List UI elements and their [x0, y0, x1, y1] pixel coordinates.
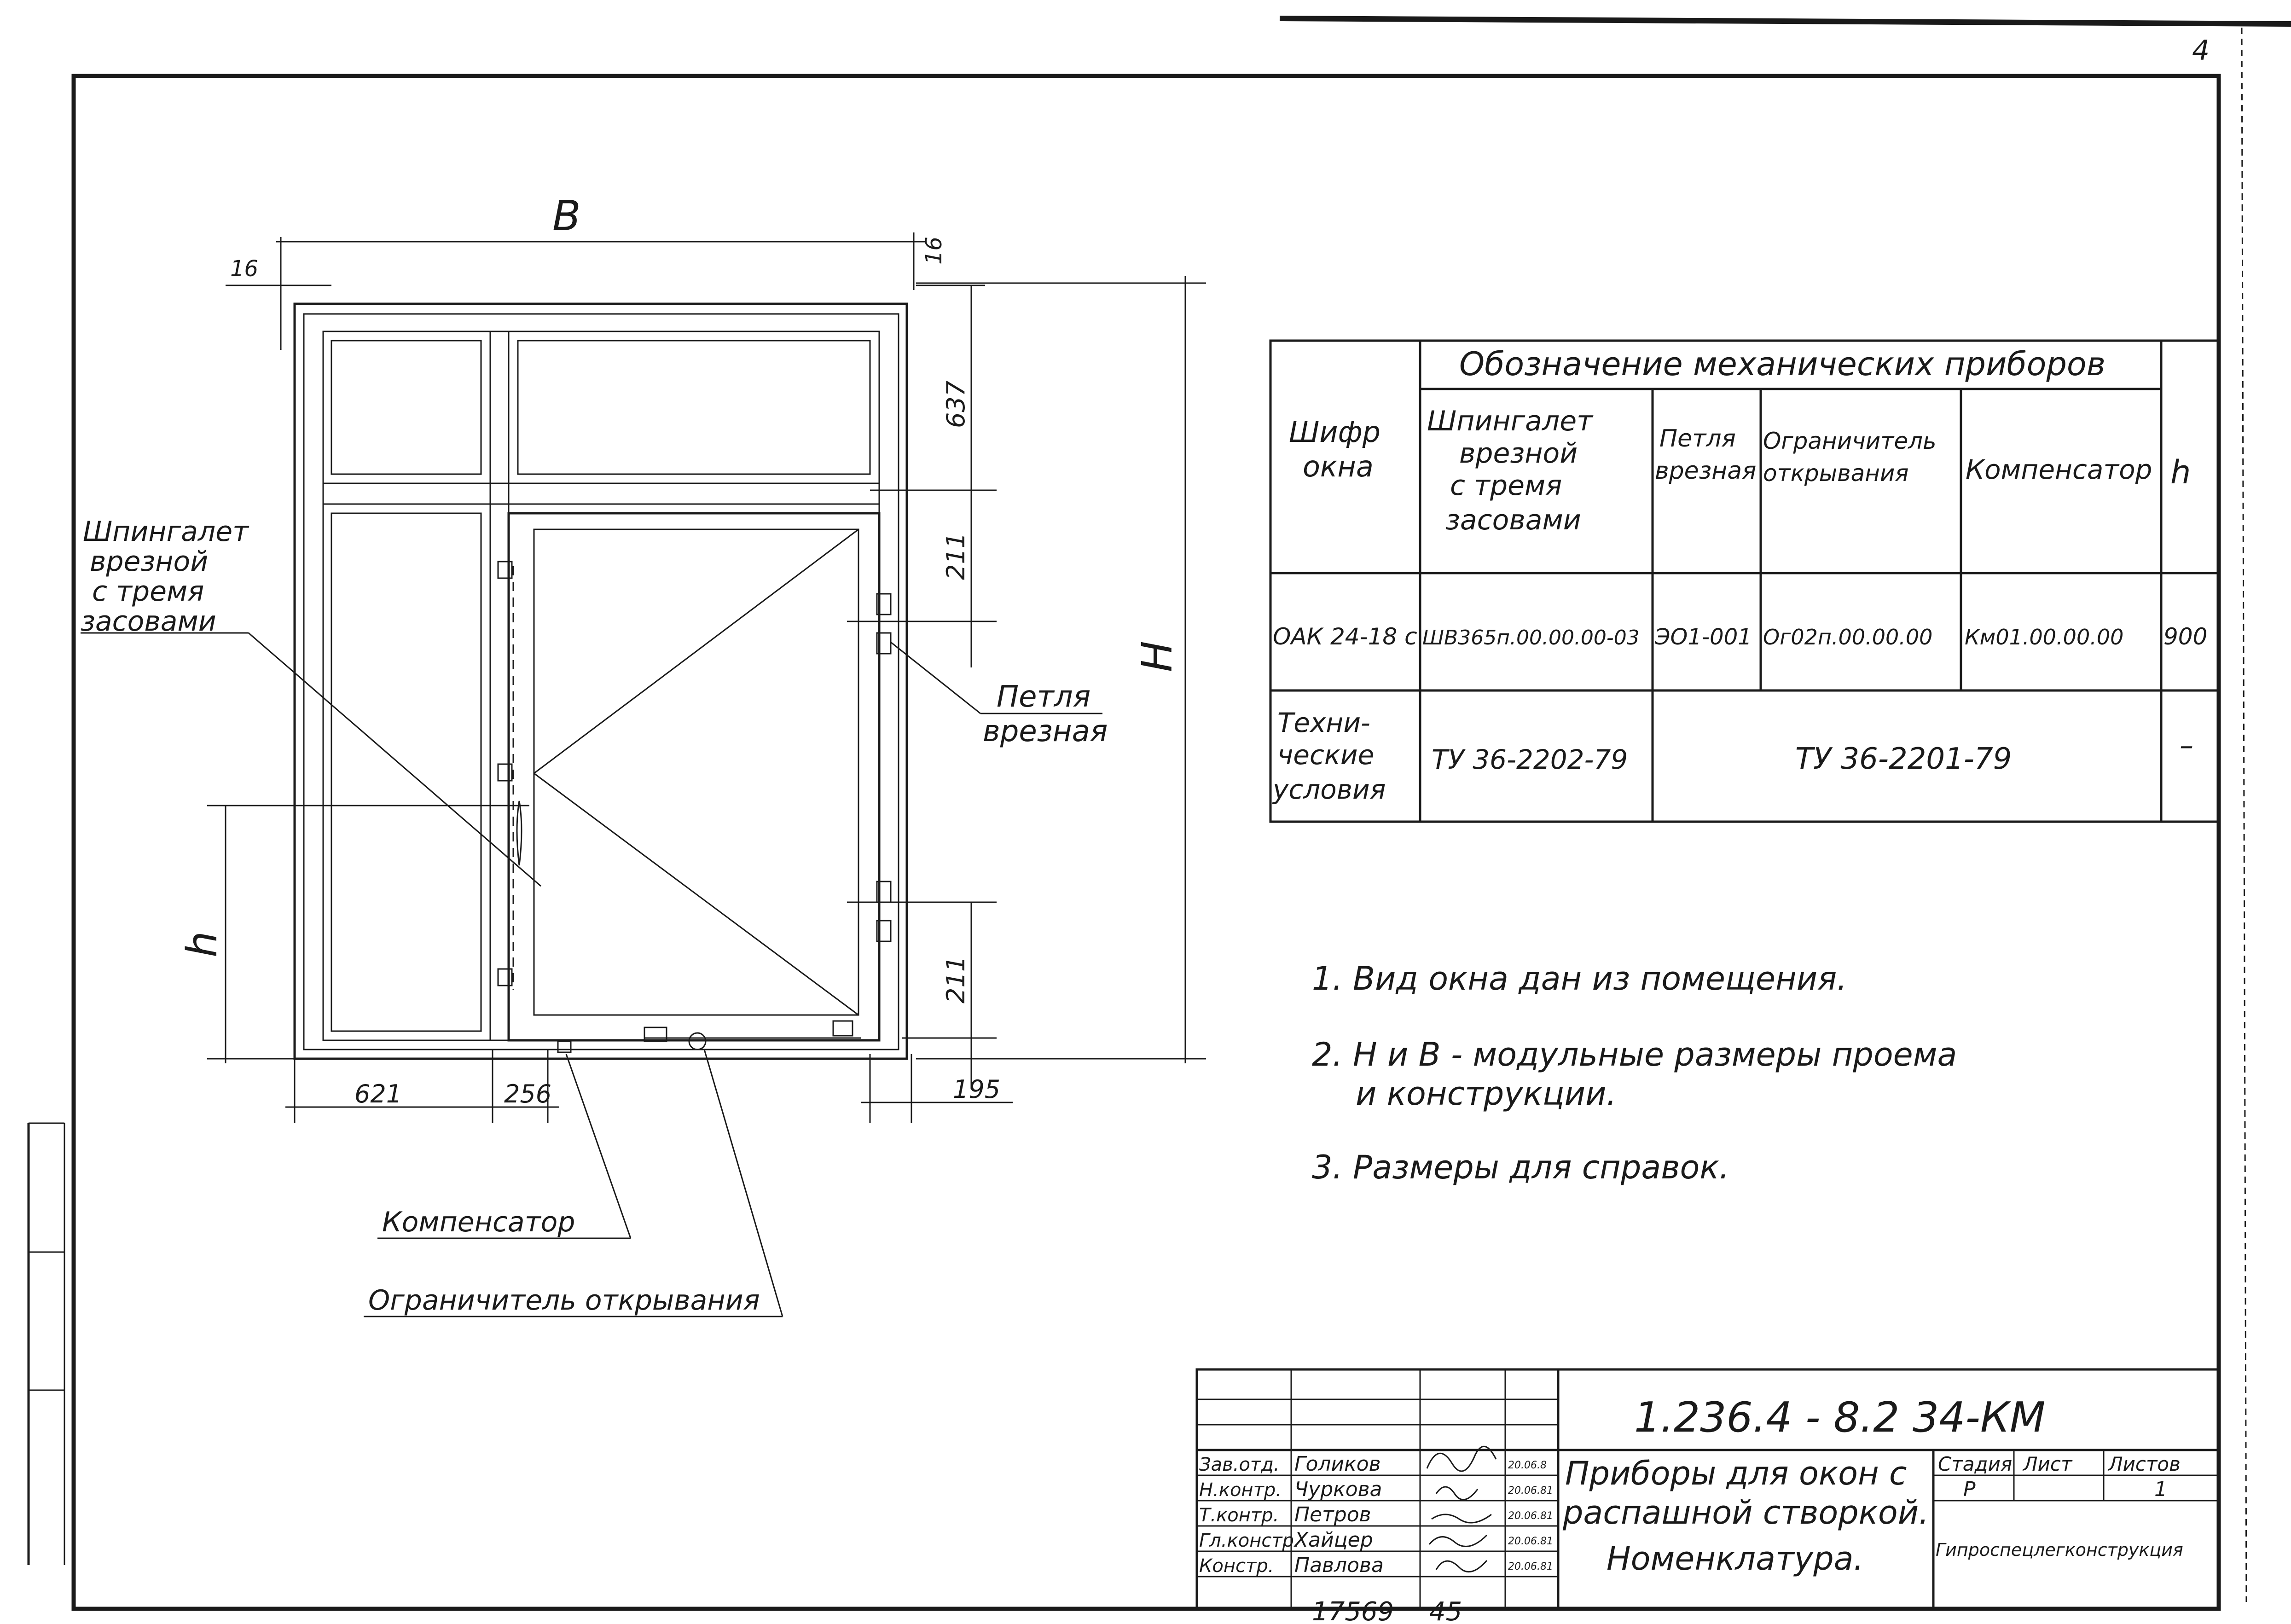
- callout-espagnolette-4: засовами: [81, 605, 216, 638]
- th-window-code-2: окна: [1303, 450, 1374, 483]
- sheet-label: Лист: [2022, 1453, 2073, 1475]
- dim-211-bottom: 211: [941, 956, 970, 1003]
- role-4: Гл.констр.: [1199, 1530, 1300, 1551]
- th-group: Обозначение механических приборов: [1459, 345, 2105, 383]
- opening-limiter: [644, 1020, 861, 1050]
- td-tu-label-3: условия: [1272, 774, 1386, 805]
- dim-height-label: H: [1133, 641, 1182, 672]
- dimension-lines: [207, 232, 1206, 1123]
- callout-limiter: Ограничитель открывания: [368, 1284, 760, 1317]
- title-line-2: распашной створкой.: [1562, 1494, 1929, 1531]
- espagnolette: [497, 561, 522, 990]
- doc-code: 1.236.4 - 8.2 34-КМ: [1634, 1393, 2046, 1442]
- callout-espagnolette-3: с тремя: [92, 575, 204, 608]
- td-tu-merged: ТУ 36-2201-79: [1795, 742, 2012, 776]
- name-1: Голиков: [1294, 1452, 1381, 1476]
- callout-leaders: [81, 632, 1102, 1317]
- date-2: 20.06.81: [1508, 1485, 1553, 1496]
- th-espagnolette-2: врезной: [1459, 437, 1578, 470]
- stage-value: Р: [1963, 1478, 1976, 1501]
- td-tu-espagnolette: ТУ 36-2202-79: [1432, 744, 1628, 775]
- sheet-frame: [27, 16, 2291, 1611]
- role-3: Т.контр.: [1199, 1505, 1279, 1526]
- td-limiter: Ог02п.00.00.00: [1763, 625, 1932, 650]
- dim-16-right: 16: [921, 237, 947, 265]
- role-2: Н.контр.: [1199, 1479, 1282, 1501]
- th-hinge-2: врезная: [1655, 457, 1756, 485]
- callout-espagnolette-1: Шпингалет: [83, 516, 249, 548]
- stage-label: Стадия: [1938, 1453, 2012, 1475]
- corner-mark: 4: [2192, 35, 2210, 67]
- td-tu-label-2: ческие: [1277, 739, 1374, 771]
- th-espagnolette-3: с тремя: [1450, 470, 1562, 502]
- compensator: [557, 1040, 572, 1053]
- note-3: 3. Размеры для справок.: [1312, 1148, 1729, 1186]
- name-2: Чуркова: [1294, 1478, 1382, 1501]
- th-limiter-2: открывания: [1763, 460, 1909, 487]
- th-espagnolette-4: засовами: [1445, 504, 1581, 536]
- th-espagnolette-1: Шпингалет: [1427, 405, 1594, 437]
- td-tu-h: –: [2180, 730, 2193, 762]
- th-hinge-1: Петля: [1659, 425, 1736, 452]
- name-4: Хайцер: [1293, 1528, 1373, 1552]
- date-3: 20.06.81: [1508, 1510, 1553, 1522]
- note-2-cont: и конструкции.: [1356, 1075, 1617, 1113]
- th-h: h: [2170, 453, 2191, 491]
- dim-h-label: h: [178, 931, 226, 957]
- sheets-value: 1: [2154, 1478, 2167, 1501]
- td-espagnolette: ШВ365п.00.00.00-03: [1422, 626, 1640, 650]
- td-tu-label-1: Техни-: [1277, 707, 1370, 738]
- dim-16-left: 16: [230, 256, 258, 282]
- name-5: Павлова: [1294, 1554, 1384, 1577]
- date-4: 20.06.81: [1508, 1536, 1553, 1547]
- th-window-code-1: Шифр: [1289, 415, 1380, 449]
- dim-195: 195: [953, 1075, 1000, 1104]
- name-3: Петров: [1294, 1503, 1371, 1526]
- th-compensator: Компенсатор: [1966, 454, 2152, 485]
- archive-suffix: 45: [1429, 1597, 1462, 1624]
- signatures: [1426, 1445, 1497, 1572]
- role-1: Зав.отд.: [1199, 1454, 1280, 1475]
- dim-637: 637: [941, 381, 970, 428]
- title-line-3: Номенклатура.: [1607, 1540, 1864, 1578]
- organization: Гипроспецлегконструкция: [1936, 1540, 2183, 1560]
- title-block: [1195, 1368, 2220, 1610]
- role-5: Констр.: [1199, 1555, 1274, 1577]
- sheets-label: Листов: [2107, 1453, 2181, 1475]
- dim-256: 256: [504, 1079, 551, 1108]
- date-1: 20.06.8: [1508, 1460, 1547, 1471]
- callout-hinge-2: врезная: [983, 714, 1108, 748]
- spec-table: [1269, 339, 2220, 823]
- dim-621: 621: [354, 1079, 402, 1108]
- title-line-1: Приборы для окон с: [1565, 1455, 1907, 1492]
- window-elevation: [293, 302, 908, 1060]
- callout-hinge-1: Петля: [997, 680, 1090, 714]
- dim-211-top: 211: [941, 533, 970, 580]
- callout-compensator: Компенсатор: [382, 1206, 575, 1238]
- td-h: 900: [2163, 623, 2207, 650]
- th-limiter-1: Ограничитель: [1763, 428, 1937, 454]
- dim-width-label: B: [552, 192, 581, 240]
- note-1: 1. Вид окна дан из помещения.: [1312, 960, 1847, 998]
- td-code: ОАК 24-18 с: [1273, 623, 1417, 650]
- td-compensator: Км01.00.00.00: [1965, 625, 2123, 650]
- note-2: 2. Н и В - модульные размеры проема: [1312, 1036, 1957, 1073]
- td-hinge: ЭО1-001: [1654, 624, 1752, 650]
- callout-espagnolette-2: врезной: [90, 545, 208, 578]
- hinge-upper: [876, 593, 892, 655]
- date-5: 20.06.81: [1508, 1561, 1553, 1572]
- archive-number: 17569: [1312, 1597, 1394, 1624]
